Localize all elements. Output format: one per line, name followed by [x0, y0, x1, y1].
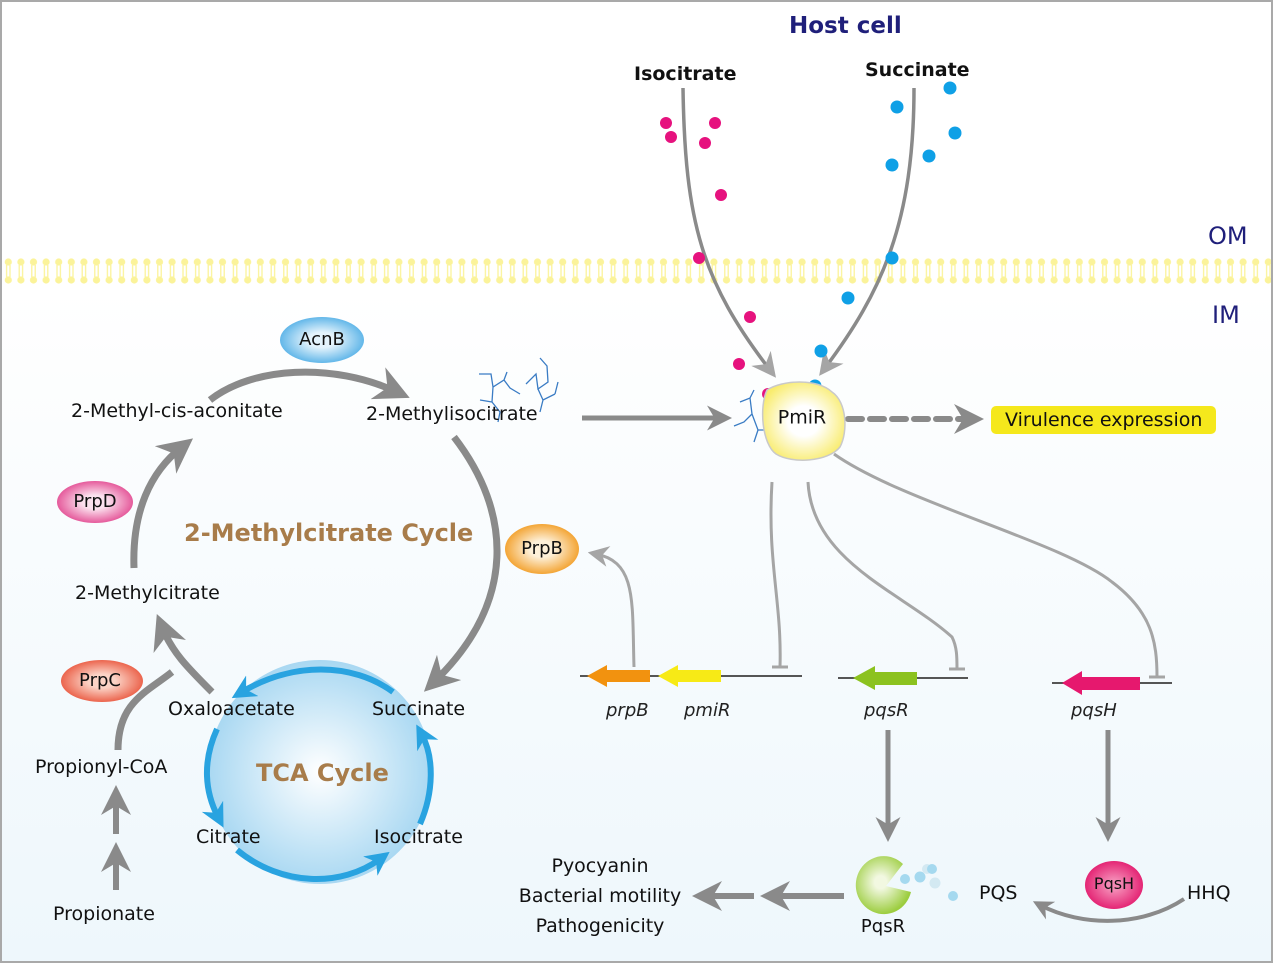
isocitrate-dot [715, 189, 727, 201]
outcome-item: Bacterial motility [518, 885, 682, 907]
isocitrate-dot [709, 117, 721, 129]
node-propionate: Propionate [53, 903, 155, 925]
arrow-prpb-gene-to-protein [587, 546, 636, 668]
node-methyl-cis-aconitate: 2-Methyl-cis-aconitate [71, 400, 283, 422]
arc-oxaloacetate-to-methylcitrate [153, 614, 215, 695]
methylisocitrate-structure-icon [479, 357, 768, 443]
node-isocitrate: Isocitrate [374, 826, 463, 848]
isocitrate-transport-arrow [681, 87, 776, 378]
arc-methylcitrate-to-aconitate [130, 438, 194, 569]
enzyme-pqsr-label: PqsR [860, 916, 906, 937]
succinate-dot [943, 81, 957, 95]
node-succinate: Succinate [372, 698, 466, 720]
gene-pqsh-label: pqsH [1071, 700, 1117, 721]
gene-prpb-label: prpB [606, 700, 649, 721]
enzyme-pmir-cloud [761, 381, 846, 461]
enzyme-pmir-label: PmiR [777, 406, 827, 429]
succinate-dot [885, 158, 899, 172]
node-propionyl-coa: Propionyl-CoA [35, 756, 168, 778]
node-oxaloacetate: Oxaloacetate [168, 698, 295, 720]
succinate-transport-arrow [819, 87, 916, 376]
enzyme-prpd-cloud [57, 481, 133, 523]
succinate-dot [885, 251, 899, 265]
enzyme-pqsh-cloud [1085, 861, 1143, 909]
enzyme-prpc-cloud [61, 660, 143, 702]
gene-prpb-arrow [587, 665, 650, 687]
gene-pmir-label: pmiR [684, 700, 731, 721]
outer-membrane-label: OM [1208, 222, 1248, 250]
node-citrate: Citrate [196, 826, 261, 848]
membrane-bilayer [2, 258, 1271, 284]
node-methylisocitrate: 2-Methylisocitrate [366, 403, 538, 425]
gene-pmir-arrow [658, 665, 721, 687]
arrow-hhq-to-pqs [1032, 897, 1186, 923]
isocitrate-dot [733, 358, 745, 370]
arc-methylisocitrate-to-succinate [423, 434, 501, 692]
tca-cycle-disc [208, 660, 432, 884]
succinate-dot [814, 344, 828, 358]
tca-cycle-title: TCA Cycle [256, 759, 389, 787]
succinate-dot [948, 126, 962, 140]
succinate-dot [922, 149, 936, 163]
enzyme-acnb-cloud [280, 317, 364, 363]
enzyme-pqsh-label: PqsH [1093, 874, 1135, 893]
isocitrate-dot [699, 137, 711, 149]
succinate-dot [841, 291, 855, 305]
gene-operons [580, 665, 1172, 695]
external-succinate-label: Succinate [865, 59, 970, 81]
inner-membrane-label: IM [1212, 301, 1240, 329]
isocitrate-dot [693, 252, 705, 264]
signal-hhq-label: HHQ [1187, 882, 1231, 904]
outcomes-list: Pyocyanin Bacterial motility Pathogenici… [519, 851, 681, 941]
node-methylcitrate: 2-Methylcitrate [75, 582, 220, 604]
succinate-molecules [808, 81, 962, 393]
outcome-item: Pathogenicity [535, 915, 665, 937]
gene-pqsr-label: pqsR [864, 700, 909, 721]
enzyme-prpc-label: PrpC [79, 670, 121, 691]
enzyme-prpb-cloud [505, 524, 579, 574]
succinate-dot [890, 100, 904, 114]
enzyme-acnb-label: AcnB [299, 329, 345, 350]
pmir-repression-lines [769, 452, 1165, 679]
enzyme-prpb-label: PrpB [521, 538, 563, 559]
signal-pqs-label: PQS [979, 882, 1018, 904]
enzyme-pqsr-pacman [855, 856, 911, 915]
pqs-molecules [900, 864, 958, 901]
external-isocitrate-label: Isocitrate [634, 63, 737, 85]
gene-pqsh-arrow [1062, 671, 1140, 695]
enzyme-prpd-label: PrpD [73, 491, 117, 512]
outcome-item: Pyocyanin [551, 855, 649, 877]
arc-propionylcoa-join [114, 669, 175, 751]
isocitrate-dot [665, 131, 677, 143]
tca-cycle-arrows [201, 666, 439, 882]
host-cell-label: Host cell [789, 13, 902, 39]
isocitrate-dot [744, 311, 756, 323]
virulence-expression-badge: Virulence expression [991, 406, 1217, 434]
arc-aconitate-to-methylisocitrate [207, 367, 410, 403]
gene-pqsr-arrow [853, 666, 917, 690]
methylcitrate-cycle-title: 2-Methylcitrate Cycle [184, 519, 474, 547]
isocitrate-dot [660, 117, 672, 129]
